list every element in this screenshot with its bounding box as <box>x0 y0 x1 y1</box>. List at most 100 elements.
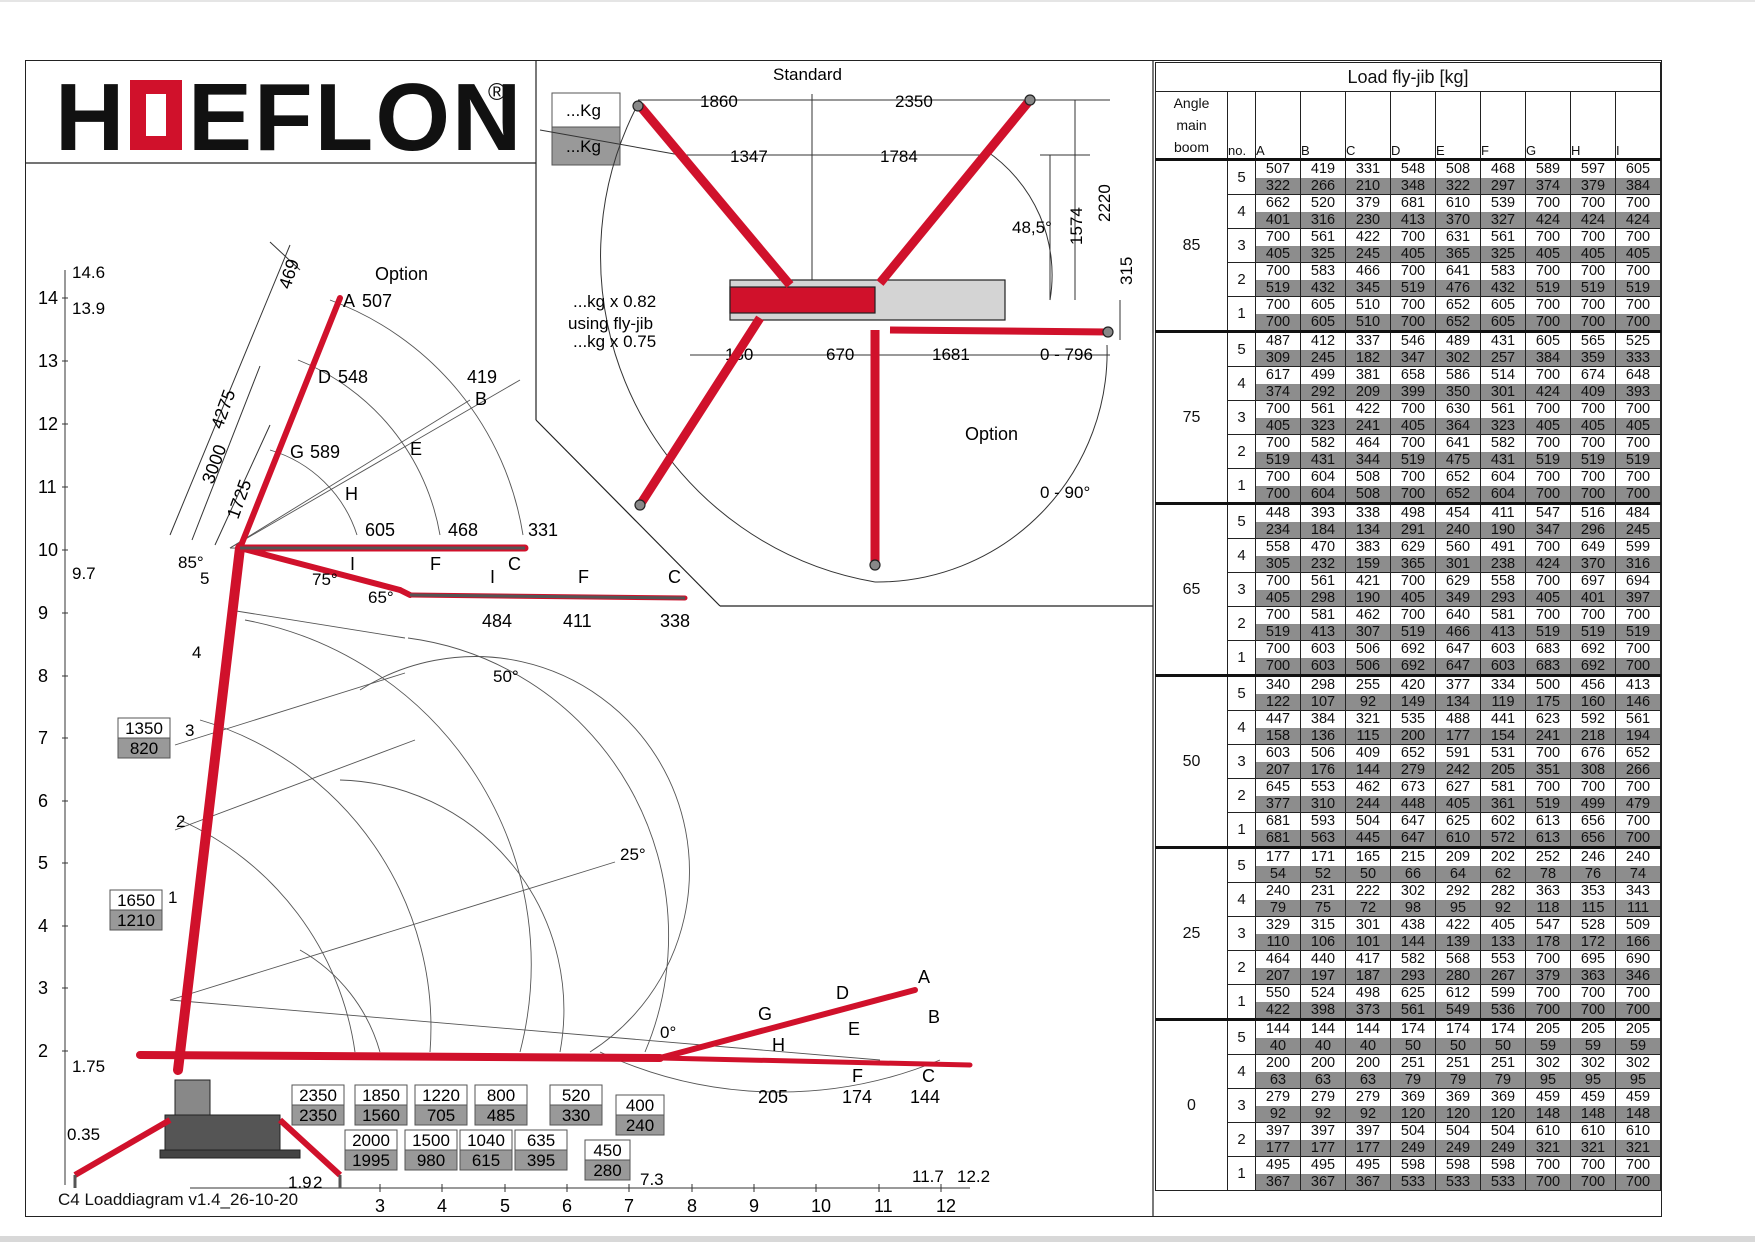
section-no-cell: 1 <box>1227 812 1256 848</box>
load-standard: 604 <box>1301 469 1345 486</box>
load-reduced: 66 <box>1391 865 1435 882</box>
load-standard: 409 <box>1346 745 1390 762</box>
load-standard: 652 <box>1391 745 1435 762</box>
load-reduced: 373 <box>1346 1001 1390 1018</box>
svg-text:12.2: 12.2 <box>957 1167 990 1186</box>
load-standard: 700 <box>1616 813 1660 830</box>
load-standard: 315 <box>1301 917 1345 934</box>
load-reduced: 176 <box>1301 761 1345 778</box>
svg-text:1784: 1784 <box>880 147 918 166</box>
section-no-cell: 2 <box>1227 950 1256 985</box>
load-standard: 504 <box>1391 1123 1435 1140</box>
load-standard: 694 <box>1616 573 1660 590</box>
load-standard: 558 <box>1256 539 1300 556</box>
frame-lines <box>25 60 1154 1217</box>
load-reduced: 249 <box>1481 1139 1525 1156</box>
load-reduced: 519 <box>1526 795 1570 812</box>
load-reduced: 413 <box>1481 623 1525 640</box>
load-standard: 369 <box>1391 1089 1435 1106</box>
load-box-top: 1220 <box>422 1086 460 1105</box>
load-reduced: 59 <box>1526 1037 1570 1054</box>
load-reduced: 172 <box>1571 933 1615 950</box>
load-standard: 251 <box>1436 1055 1480 1072</box>
load-reduced: 92 <box>1346 1105 1390 1122</box>
svg-text:670: 670 <box>826 345 854 364</box>
svg-text:...Kg: ...Kg <box>566 101 601 120</box>
load-reduced: 160 <box>1571 693 1615 710</box>
load-standard: 610 <box>1526 1123 1570 1140</box>
section-no-cell: 2 <box>1227 434 1256 469</box>
section-no-cell: 1 <box>1227 468 1256 504</box>
load-standard: 700 <box>1526 1157 1570 1174</box>
section-no-cell: 1 <box>1227 640 1256 676</box>
load-reduced: 479 <box>1616 795 1660 812</box>
load-reduced: 79 <box>1481 1071 1525 1088</box>
load-reduced: 177 <box>1256 1139 1300 1156</box>
load-reduced: 106 <box>1301 933 1345 950</box>
svg-text:2350: 2350 <box>895 92 933 111</box>
load-reduced: 413 <box>1301 623 1345 640</box>
load-standard: 625 <box>1391 985 1435 1002</box>
svg-text:1860: 1860 <box>700 92 738 111</box>
load-box-bottom: 1560 <box>362 1106 400 1125</box>
load-standard: 597 <box>1571 161 1615 178</box>
load-reduced: 431 <box>1481 451 1525 468</box>
load-standard: 697 <box>1571 573 1615 590</box>
load-standard: 700 <box>1256 607 1300 624</box>
load-reduced: 365 <box>1391 555 1435 572</box>
load-standard: 462 <box>1346 779 1390 796</box>
load-reduced: 424 <box>1526 211 1570 228</box>
load-reduced: 604 <box>1301 485 1345 502</box>
load-box-bottom: 980 <box>417 1151 445 1170</box>
load-standard: 700 <box>1256 435 1300 452</box>
section-no-cell: 5 <box>1227 330 1256 367</box>
load-reduced: 603 <box>1481 657 1525 674</box>
load-reduced: 448 <box>1391 795 1435 812</box>
load-standard: 441 <box>1481 711 1525 728</box>
svg-text:25°: 25° <box>620 845 646 864</box>
load-standard: 520 <box>1301 195 1345 212</box>
load-standard: 548 <box>1391 161 1435 178</box>
load-box-bottom: 395 <box>527 1151 555 1170</box>
svg-text:...kg x 0.75: ...kg x 0.75 <box>573 332 656 351</box>
load-reduced: 351 <box>1526 761 1570 778</box>
load-standard: 383 <box>1346 539 1390 556</box>
section-no-cell: 4 <box>1227 710 1256 745</box>
section-no-cell: 3 <box>1227 572 1256 607</box>
load-standard: 504 <box>1436 1123 1480 1140</box>
x-tick-label: 3 <box>375 1196 385 1216</box>
y-tick-label: 13 <box>38 351 58 371</box>
load-reduced: 397 <box>1616 589 1660 606</box>
load-reduced: 245 <box>1346 245 1390 262</box>
load-reduced: 700 <box>1391 485 1435 502</box>
